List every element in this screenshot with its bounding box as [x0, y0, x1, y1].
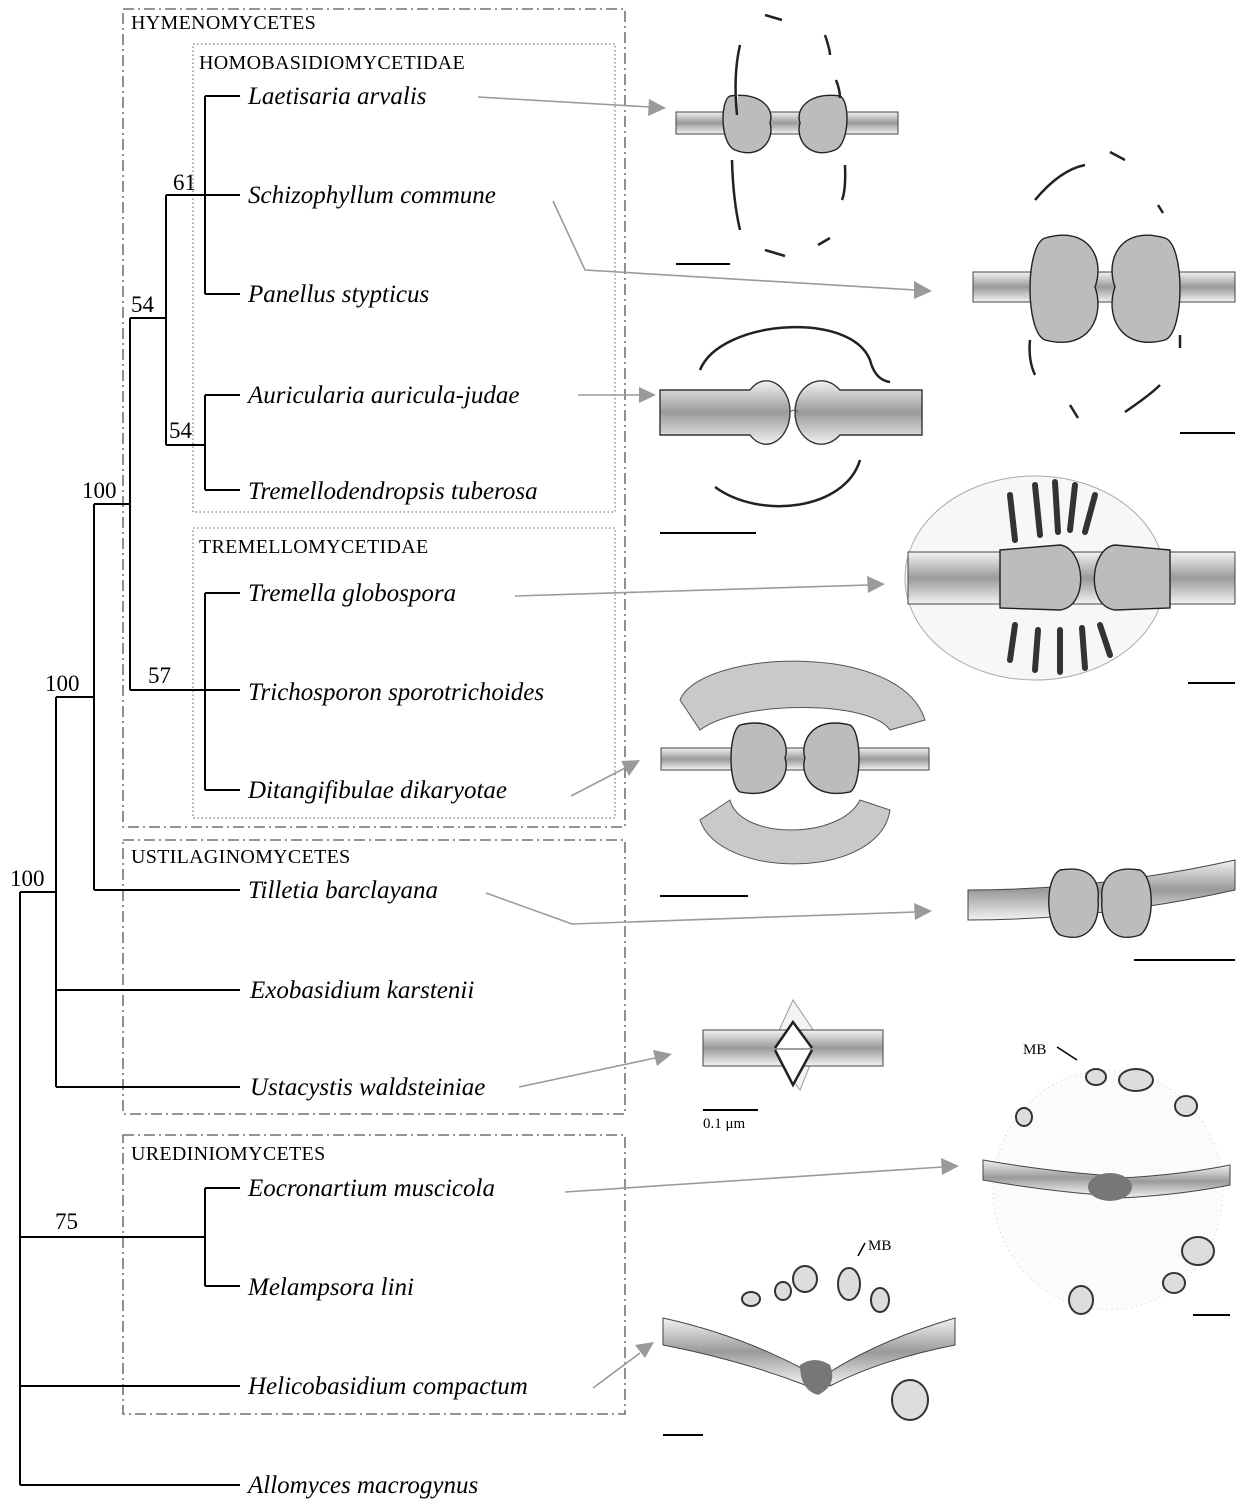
taxon-label: Ustacystis waldsteiniae: [250, 1074, 485, 1101]
septal-pore-helicobasidium: [663, 1266, 955, 1420]
support-label: 100: [10, 866, 45, 891]
tree-branches: [20, 96, 240, 1485]
taxon-label: Tremella globospora: [248, 580, 456, 607]
septal-pore-auricularia: [660, 327, 922, 506]
arrow-ditangifibulae: [571, 760, 640, 796]
taxon-label: Laetisaria arvalis: [247, 83, 427, 110]
support-label: 61: [173, 170, 196, 195]
taxon-label: Eocronartium muscicola: [247, 1175, 495, 1202]
support-label: 54: [131, 292, 155, 317]
support-values: 61 54 54 100 57 100 100 75: [10, 170, 196, 1234]
mb-label: MB: [1023, 1042, 1046, 1058]
taxon-label: Melampsora lini: [247, 1274, 414, 1301]
mb-leader-line: [1057, 1047, 1077, 1060]
taxon-labels: Laetisaria arvalis Schizophyllum commune…: [246, 83, 544, 1499]
arrow-tilletia: [486, 893, 932, 924]
group-label-hymenomycetes: HYMENOMYCETES: [131, 12, 316, 34]
group-label-ustilaginomycetes: USTILAGINOMYCETES: [131, 846, 351, 868]
septal-pore-schizophyllum: [973, 152, 1235, 418]
scale-bar-label: 0.1 μm: [703, 1116, 746, 1132]
arrow-eocronartium: [565, 1158, 959, 1192]
group-label-homobasidiomycetidae: HOMOBASIDIOMYCETIDAE: [199, 52, 465, 74]
taxon-label: Trichosporon sporotrichoides: [248, 679, 544, 706]
homobasidiomycetidae-box: [193, 44, 615, 512]
support-label: 75: [55, 1209, 78, 1234]
taxon-label: Helicobasidium compactum: [247, 1373, 528, 1400]
tremellomycetidae-box: [193, 528, 615, 818]
arrow-auricularia: [578, 387, 656, 403]
pointer-arrows: [478, 97, 959, 1388]
taxon-label: Exobasidium karstenii: [249, 977, 474, 1004]
support-label: 100: [45, 671, 80, 696]
taxon-label: Allomyces macrogynus: [246, 1472, 478, 1499]
arrow-ustacystis: [519, 1050, 672, 1087]
taxon-label: Auricularia auricula-judae: [246, 382, 520, 409]
taxon-label: Tilletia barclayana: [248, 877, 438, 904]
septal-pore-tremella: [905, 476, 1235, 680]
taxon-label: Schizophyllum commune: [248, 182, 496, 209]
support-label: 54: [169, 418, 193, 443]
septal-pore-tilletia: [968, 860, 1235, 937]
support-label: 100: [82, 478, 117, 503]
mb-label: MB: [868, 1238, 891, 1254]
mb-leader-line: [858, 1243, 865, 1256]
group-boxes: [123, 9, 625, 1414]
arrow-tremella: [515, 576, 885, 596]
arrow-helicobasidium: [593, 1342, 654, 1388]
arrow-schizophyllum: [553, 201, 932, 299]
taxon-label: Panellus stypticus: [247, 281, 429, 308]
support-label: 57: [148, 663, 171, 688]
septal-pore-ditangifibulae: [661, 661, 929, 864]
septal-pore-eocronartium: [983, 1069, 1230, 1314]
group-label-tremellomycetidae: TREMELLOMYCETIDAE: [199, 536, 429, 558]
arrow-laetisaria: [478, 97, 666, 116]
group-label-urediniomycetes: UREDINIOMYCETES: [131, 1143, 326, 1165]
taxon-label: Ditangifibulae dikaryotae: [247, 777, 507, 804]
taxon-label: Tremellodendropsis tuberosa: [248, 478, 538, 505]
septal-pore-ustacystis: [703, 1000, 883, 1090]
septal-pore-laetisaria: [676, 15, 898, 256]
